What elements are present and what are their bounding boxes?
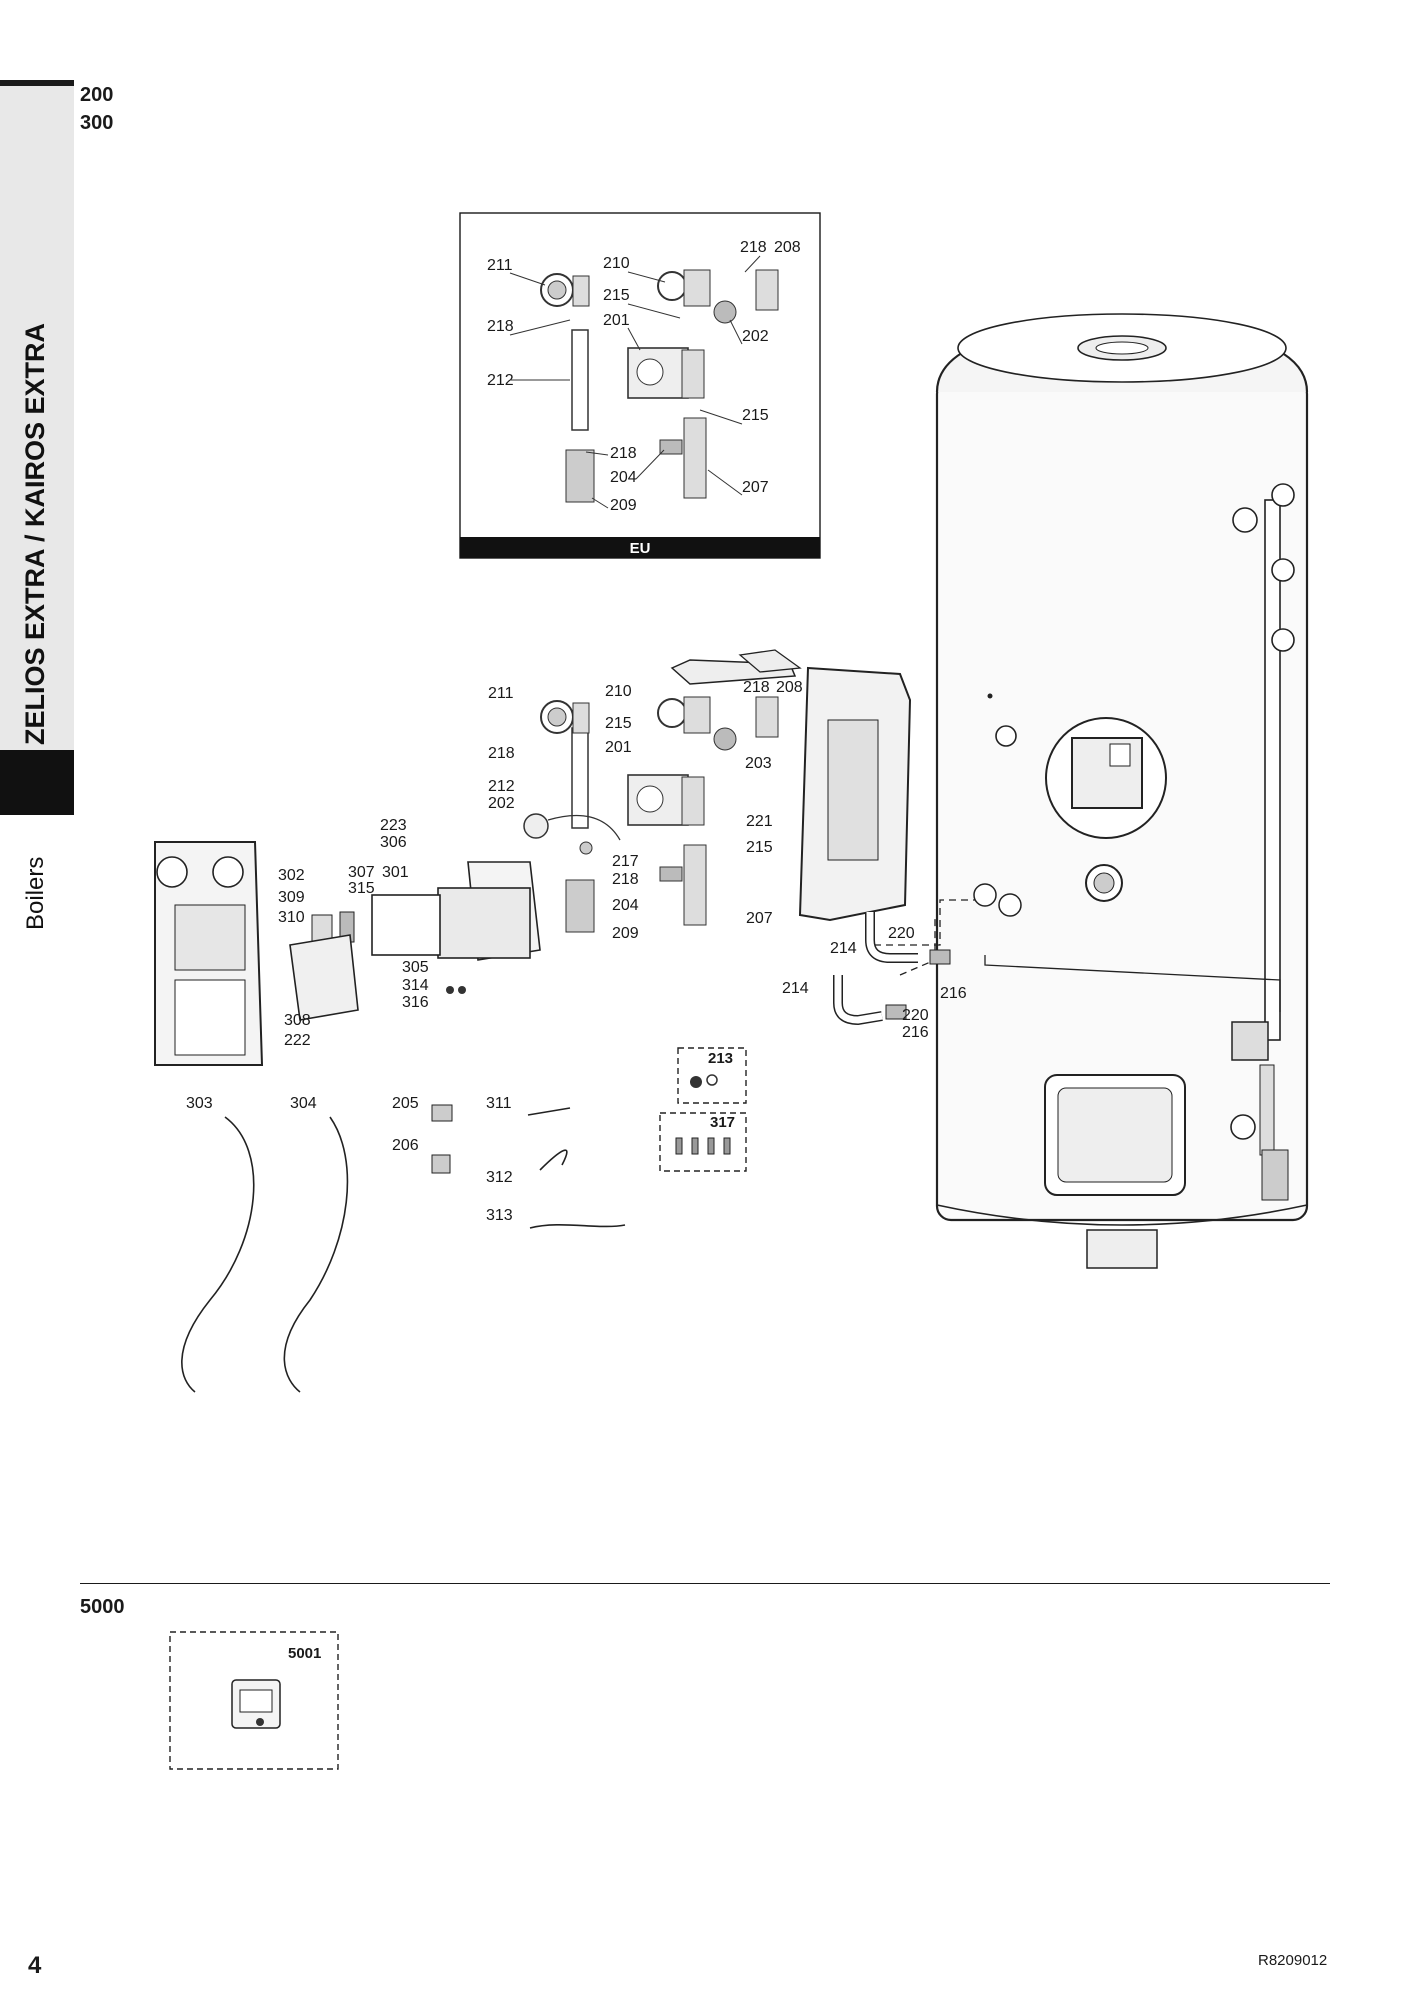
inset-callout: 218	[740, 239, 767, 256]
callout: 222	[284, 1032, 311, 1049]
callout: 203	[745, 755, 772, 772]
callout: 313	[486, 1207, 513, 1224]
callout: 210	[605, 683, 632, 700]
inset-region-label: EU	[630, 540, 651, 557]
callout: 310	[278, 909, 305, 926]
callout: 216	[902, 1024, 929, 1041]
callout: 208	[776, 679, 803, 696]
front-cover-panel	[154, 841, 264, 1066]
model-number-200: 200	[80, 84, 114, 106]
parts-box-213	[677, 1047, 747, 1104]
inset-callout: 212	[487, 372, 514, 389]
page-number: 4	[28, 1952, 42, 1979]
callout: 204	[612, 897, 639, 914]
inset-callout: 218	[610, 445, 637, 462]
callout: 316	[402, 994, 429, 1011]
callout: 213	[708, 1050, 733, 1067]
callout: 307	[348, 864, 375, 881]
callout: 309	[278, 889, 305, 906]
connector-parts	[431, 1104, 453, 1174]
callout: 205	[392, 1095, 419, 1112]
section-divider	[80, 1583, 1330, 1584]
callout: 218	[488, 745, 515, 762]
inset-callout: 211	[487, 257, 513, 274]
callout: 306	[380, 834, 407, 851]
item-5001-label: 5001	[288, 1645, 321, 1662]
callout: 214	[830, 940, 857, 957]
callout: 304	[290, 1095, 317, 1112]
callout: 211	[488, 685, 514, 702]
hydraulic-group	[523, 649, 951, 1026]
callout: 223	[380, 817, 407, 834]
inset-callouts: 211 210 218 208 215 218 201 202 212 215 …	[487, 239, 801, 514]
callout: 212	[488, 778, 515, 795]
main-callouts: 211 210 218 208 215 203 218 201 212 202 …	[186, 679, 967, 1224]
callout: 215	[746, 839, 773, 856]
sensor-cables	[181, 1107, 626, 1393]
inset-callout: 201	[603, 312, 630, 329]
callout: 201	[605, 739, 632, 756]
callout: 314	[402, 977, 429, 994]
inset-callout: 208	[774, 239, 801, 256]
callout: 218	[612, 871, 639, 888]
callout: 209	[612, 925, 639, 942]
callout: 206	[392, 1137, 419, 1154]
inset-callout: 210	[603, 255, 630, 272]
callout: 303	[186, 1095, 213, 1112]
inset-callout: 218	[487, 318, 514, 335]
callout: 217	[612, 853, 639, 870]
inset-callout: 215	[742, 407, 769, 424]
control-electronics	[289, 861, 541, 1021]
callout: 317	[710, 1114, 735, 1131]
side-tab-top-rule	[0, 80, 74, 86]
parts-box-317	[659, 1112, 747, 1172]
callout: 215	[605, 715, 632, 732]
callout: 220	[902, 1007, 929, 1024]
callout: 311	[486, 1095, 512, 1112]
callout: 220	[888, 925, 915, 942]
callout: 315	[348, 880, 375, 897]
callout: 302	[278, 867, 305, 884]
inset-callout: 215	[603, 287, 630, 304]
section-5000-label: 5000	[80, 1596, 125, 1618]
model-number-300: 300	[80, 112, 114, 134]
side-tab-dark-block	[0, 750, 74, 815]
callout: 207	[746, 910, 773, 927]
side-tab-background	[0, 80, 74, 750]
parts-box-5001: 5001	[169, 1631, 339, 1770]
callout: 308	[284, 1012, 311, 1029]
callout: 218	[743, 679, 770, 696]
callout: 221	[746, 813, 773, 830]
callout: 216	[940, 985, 967, 1002]
callout: 312	[486, 1169, 513, 1186]
water-heater-tank	[935, 313, 1309, 1269]
callout: 305	[402, 959, 429, 976]
callout: 202	[488, 795, 515, 812]
reference-code: R8209012	[1258, 1952, 1328, 1969]
inset-callout: 202	[742, 328, 769, 345]
callout: 301	[382, 864, 409, 881]
inset-callout: 204	[610, 469, 637, 486]
inset-callout: 207	[742, 479, 769, 496]
inset-eu-box: EU 211 210 218 208 215 218 201 202 2	[459, 212, 821, 559]
inset-callout: 209	[610, 497, 637, 514]
callout: 214	[782, 980, 809, 997]
